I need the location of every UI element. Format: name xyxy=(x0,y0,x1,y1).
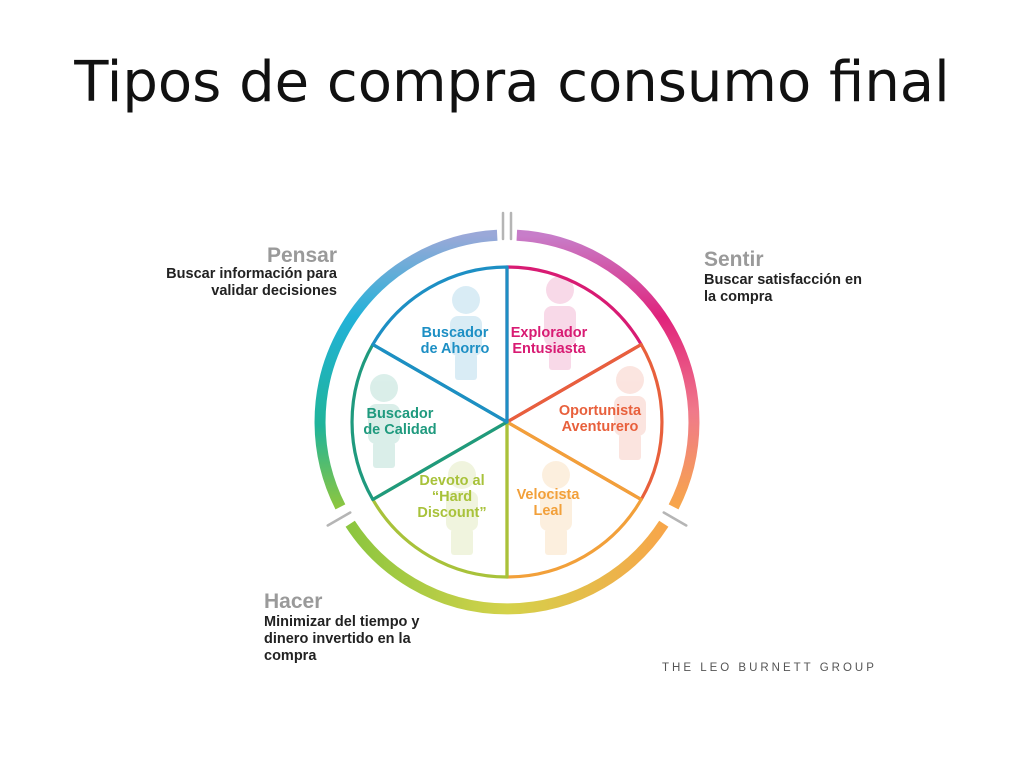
slide-title: Tipos de compra consumo final xyxy=(74,50,950,115)
segment-label-line: Velocista xyxy=(517,487,581,503)
segment-label-line: Explorador xyxy=(511,325,588,341)
segment-label-line: de Ahorro xyxy=(421,341,490,357)
group-sentir-heading: Sentir xyxy=(704,248,764,271)
segment-label-line: de Calidad xyxy=(363,422,436,438)
segment-label-line: Buscador xyxy=(422,325,489,341)
footer-brand-leo-burnett: THE LEO BURNETT GROUP xyxy=(662,662,877,674)
person-silhouette-icon xyxy=(450,286,482,380)
segment-wedge xyxy=(505,342,664,502)
group-sentir-desc-line-1: Buscar satisfacción en xyxy=(704,272,862,288)
ring-divider-marks xyxy=(326,211,688,527)
segment-label-line: Buscador xyxy=(367,406,434,422)
group-hacer-desc-line-2: dinero invertido en la xyxy=(264,631,412,647)
outer-ring-sentir-arc xyxy=(516,229,700,510)
segment-wedge xyxy=(505,265,643,424)
person-silhouette-icon xyxy=(614,366,646,460)
person-silhouette-icon xyxy=(368,374,400,468)
group-hacer: Hacer Minimizar del tiempo y dinero inve… xyxy=(264,590,420,664)
wheel-segments: ExploradorEntusiastaOportunistaAventurer… xyxy=(350,265,664,579)
segment-label-line: Entusiasta xyxy=(512,341,586,357)
outer-ring-pensar-arc xyxy=(314,229,498,510)
ring-divider-tick xyxy=(662,511,688,527)
person-silhouette-icon xyxy=(544,276,576,370)
person-silhouette-icon xyxy=(540,461,572,555)
segment-wedge xyxy=(371,265,509,424)
group-sentir-desc-line-2: la compra xyxy=(704,289,773,305)
group-hacer-heading: Hacer xyxy=(264,590,322,613)
segment-wedge xyxy=(371,420,509,579)
segment-label-line: “Hard xyxy=(432,489,472,505)
segment-label-line: Oportunista xyxy=(559,403,642,419)
segment-label-line: Discount” xyxy=(417,505,486,521)
outer-ring-hacer-arc xyxy=(345,520,669,615)
person-silhouette-icon xyxy=(446,461,478,555)
group-sentir: Sentir Buscar satisfacción en la compra xyxy=(704,248,862,305)
segment-wedge xyxy=(505,420,643,579)
segment-wedge xyxy=(350,342,509,502)
group-pensar-heading: Pensar xyxy=(267,244,337,267)
group-pensar-desc-line-2: validar decisiones xyxy=(211,283,337,299)
ring-divider-tick xyxy=(326,511,352,527)
group-pensar: Pensar Buscar información para validar d… xyxy=(166,244,338,299)
group-hacer-desc-line-1: Minimizar del tiempo y xyxy=(264,614,420,630)
group-pensar-desc-line-1: Buscar información para xyxy=(166,266,338,282)
segment-label-line: Aventurero xyxy=(562,419,639,435)
segment-label-line: Devoto al xyxy=(419,473,484,489)
segment-label-line: Leal xyxy=(533,503,562,519)
group-hacer-desc-line-3: compra xyxy=(264,648,317,664)
